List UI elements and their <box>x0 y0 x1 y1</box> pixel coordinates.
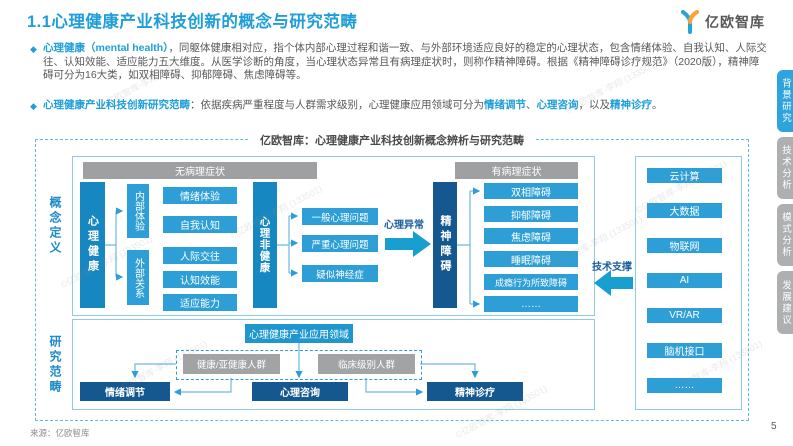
bullet2-lead: 心理健康产业科技创新研究范畴 <box>43 99 190 111</box>
tech-item: 大数据 <box>647 203 722 218</box>
diamond-bullet-icon: ◆ <box>30 101 37 111</box>
diagram-outer-frame: 亿欧智库：心理健康产业科技创新概念辨析与研究范畴 <box>35 132 749 421</box>
term-counseling: 心理咨询 <box>536 99 579 111</box>
node-app-counseling: 心理咨询 <box>252 382 348 401</box>
node-disorder: 成瘾行为所致障碍 <box>484 274 578 290</box>
sidebar-tab-development-advice[interactable]: 发展建议 <box>777 271 793 334</box>
tech-item: AI <box>647 273 722 288</box>
page-number: 5 <box>771 421 777 432</box>
node-group-clinical: 临床级别人群 <box>318 354 415 374</box>
bullet-definition: ◆ 心理健康（mental health），同躯体健康相对应，指个体内部心理过程… <box>30 42 769 83</box>
node-inner-experience: 内部体验 <box>127 184 149 238</box>
source-note: 来源：亿欧智库 <box>30 428 90 438</box>
node-problem: 一般心理问题 <box>302 208 378 225</box>
eoi-logo-icon <box>681 10 699 34</box>
bullet2-text: 、 <box>526 99 537 111</box>
node-mental-unhealth-bar: 心理非健康 <box>253 182 277 308</box>
tech-support-label: 技术支撑 <box>592 262 632 273</box>
header-no-pathological-symptom: 无病理症状 <box>83 162 317 179</box>
tab-label: 发展建议 <box>780 279 791 326</box>
tech-item: 云计算 <box>647 168 722 183</box>
node-disorder: 焦虑障碍 <box>484 228 578 244</box>
bullet2-text: ，以及 <box>578 99 611 111</box>
sidebar-tab-technology-analysis[interactable]: 技术分析 <box>777 137 793 199</box>
population-dashed-group <box>176 350 422 380</box>
tab-label: 技术分析 <box>780 145 791 191</box>
bullet2-text: ：依据疾病严重程度与人群需求级别，心理健康应用领域可分为 <box>190 99 484 111</box>
brand-logo: 亿欧智库 <box>679 10 765 34</box>
node-problem: 严重心理问题 <box>302 235 378 252</box>
tab-label: 背景研究 <box>780 78 791 124</box>
sidebar-tab-model-analysis[interactable]: 模式分析 <box>777 204 793 266</box>
tech-item: 物联网 <box>647 238 722 253</box>
page-title: 1.1心理健康产业科技创新的概念与研究范畴 <box>27 13 358 31</box>
term-emotion-regulation: 情绪调节 <box>484 99 526 111</box>
node-outer-relation: 外部关系 <box>127 250 149 305</box>
abnormal-arrow-label: 心理异常 <box>384 220 424 231</box>
node-dimension: 认知效能 <box>163 271 237 288</box>
bullet2-text: 。 <box>652 99 663 111</box>
node-dimension: 自我认知 <box>163 216 237 233</box>
tech-item: VR/AR <box>647 308 722 323</box>
header-pathological-symptom: 有病理症状 <box>455 162 578 179</box>
tech-item: …… <box>647 378 722 393</box>
brand-logo-text: 亿欧智库 <box>705 14 765 30</box>
node-mental-health-bar: 心理健康 <box>80 182 105 308</box>
node-problem: 疑似神经症 <box>302 265 378 282</box>
node-mental-disorder-bar: 精神障碍 <box>433 182 457 308</box>
bullet-scope: ◆ 心理健康产业科技创新研究范畴：依据疾病严重程度与人群需求级别，心理健康应用领… <box>30 99 769 113</box>
diagram-caption: 亿欧智库：心理健康产业科技创新概念辨析与研究范畴 <box>248 132 536 148</box>
node-disorder: 睡眠障碍 <box>484 251 578 267</box>
diamond-bullet-icon: ◆ <box>30 44 37 54</box>
term-psychiatric-care: 精神诊疗 <box>610 99 652 111</box>
tab-label: 模式分析 <box>780 212 791 258</box>
sidebar-tab-background-research[interactable]: 背景研究 <box>777 70 793 132</box>
node-disorder: 双相障碍 <box>484 183 578 199</box>
node-application-domain: 心理健康产业应用领域 <box>245 324 353 343</box>
bullet1-lead: 心理健康（mental health） <box>43 42 169 54</box>
section-label-concept: 概念定义 <box>48 196 62 256</box>
tech-item: 脑机接口 <box>647 343 722 358</box>
node-disorder: 抑郁障碍 <box>484 206 578 222</box>
node-dimension: 情绪体验 <box>163 187 237 204</box>
section-label-research: 研究范畴 <box>48 335 62 395</box>
node-dimension: 适应能力 <box>163 294 237 311</box>
node-app-emotion-regulation: 情绪调节 <box>80 382 170 401</box>
bullet1-body: ，同躯体健康相对应，指个体内部心理过程和谐一致、与外部环境适应良好的稳定的心理状… <box>43 42 767 81</box>
node-dimension: 人际交往 <box>163 247 237 264</box>
node-disorder: …… <box>484 296 578 312</box>
node-app-psychiatric-care: 精神诊疗 <box>427 382 523 401</box>
node-group-subhealthy: 健康/亚健康人群 <box>183 354 280 374</box>
